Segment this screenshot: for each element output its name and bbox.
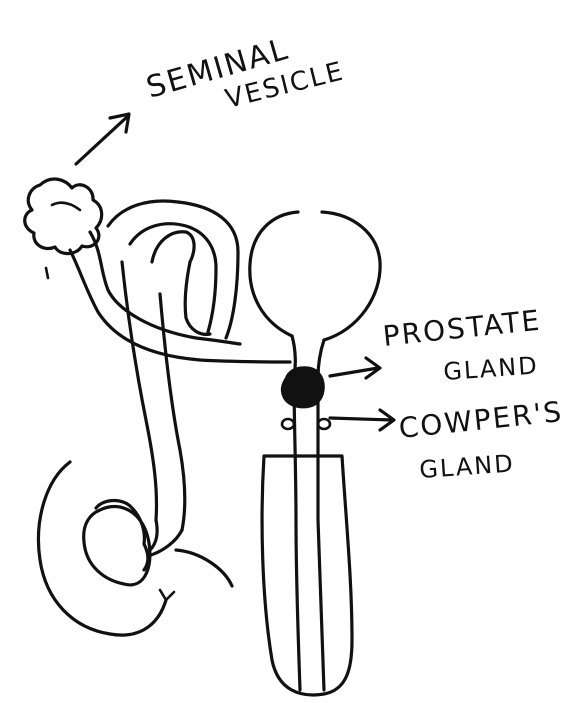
seminal-vesicle-arrow [76, 116, 128, 164]
epididymis [96, 501, 148, 571]
penis-outline [262, 456, 352, 695]
vas-deferens-inner [130, 224, 216, 332]
scrotum-outline-right [176, 550, 232, 586]
seminal-vesicle [25, 179, 102, 254]
cowpers-gland-left [282, 419, 294, 429]
label-cowper-line1: COWPER'S [397, 395, 564, 445]
prostate-gland [282, 367, 324, 407]
urinary-bladder [250, 212, 380, 340]
vas-deferens-descending-left [122, 262, 157, 520]
vas-deferens-descending-right [160, 294, 185, 530]
seminal-vesicle-detail [52, 203, 80, 210]
label-prostate-line1: PROSTATE [381, 304, 542, 353]
cowpers-gland-right [318, 419, 330, 429]
scrotum-arrow [160, 590, 174, 600]
pencil-mark [46, 268, 48, 278]
label-prostate-line2: GLAND [442, 351, 539, 386]
label-cowper-line2: GLAND [418, 449, 515, 484]
cowpers-arrow [330, 418, 392, 420]
